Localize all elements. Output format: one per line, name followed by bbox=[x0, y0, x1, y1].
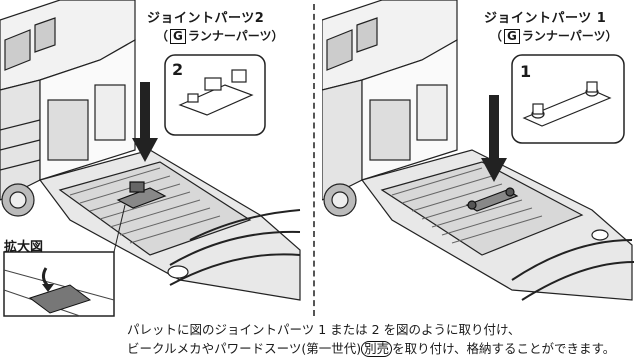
zoom-label: 拡大図 bbox=[4, 240, 44, 255]
joint-part-2-mounted bbox=[116, 181, 167, 209]
subtitle-open-paren: （ bbox=[156, 29, 169, 43]
sold-separately-badge: 別売 bbox=[361, 341, 393, 357]
part-1-title: ジョイントパーツ 1 bbox=[484, 11, 607, 26]
insert-arrow-icon bbox=[132, 82, 158, 162]
callout-number-1: 1 bbox=[520, 62, 532, 81]
caption-line-2-before: ビークルメカやパワードスーツ(第一世代) bbox=[127, 341, 362, 356]
subtitle-text: ランナーパーツ） bbox=[521, 29, 618, 43]
joint-part-1-mounted bbox=[465, 187, 519, 212]
callout-number-2: 2 bbox=[172, 60, 184, 79]
zoom-inset bbox=[3, 204, 126, 317]
part-2-callout-box bbox=[164, 54, 266, 136]
vehicle-body-drawing bbox=[322, 0, 458, 217]
g-runner-badge: G bbox=[170, 29, 186, 44]
right-assembly-illustration bbox=[322, 0, 635, 301]
g-runner-badge: G bbox=[504, 29, 520, 44]
subtitle-text: ランナーパーツ） bbox=[187, 29, 284, 43]
caption-line-2: ビークルメカやパワードスーツ(第一世代)別売を取り付け、格納することができます。 bbox=[127, 339, 635, 358]
panel-divider bbox=[313, 4, 315, 316]
caption-line-2-after: を取り付け、格納することができます。 bbox=[392, 341, 616, 356]
left-assembly-illustration bbox=[0, 0, 301, 317]
pallet-rail-drawing bbox=[38, 149, 301, 301]
part-1-callout-box bbox=[511, 54, 625, 144]
subtitle-open-paren: （ bbox=[490, 29, 503, 43]
insert-arrow-icon bbox=[481, 95, 507, 182]
instruction-caption: パレットに図のジョイントパーツ 1 または 2 を図のように取り付け、 ビークル… bbox=[127, 320, 635, 358]
caption-line-1: パレットに図のジョイントパーツ 1 または 2 を図のように取り付け、 bbox=[127, 322, 521, 337]
part-2-title: ジョイントパーツ2 bbox=[147, 11, 265, 26]
vehicle-body-drawing bbox=[0, 0, 136, 217]
